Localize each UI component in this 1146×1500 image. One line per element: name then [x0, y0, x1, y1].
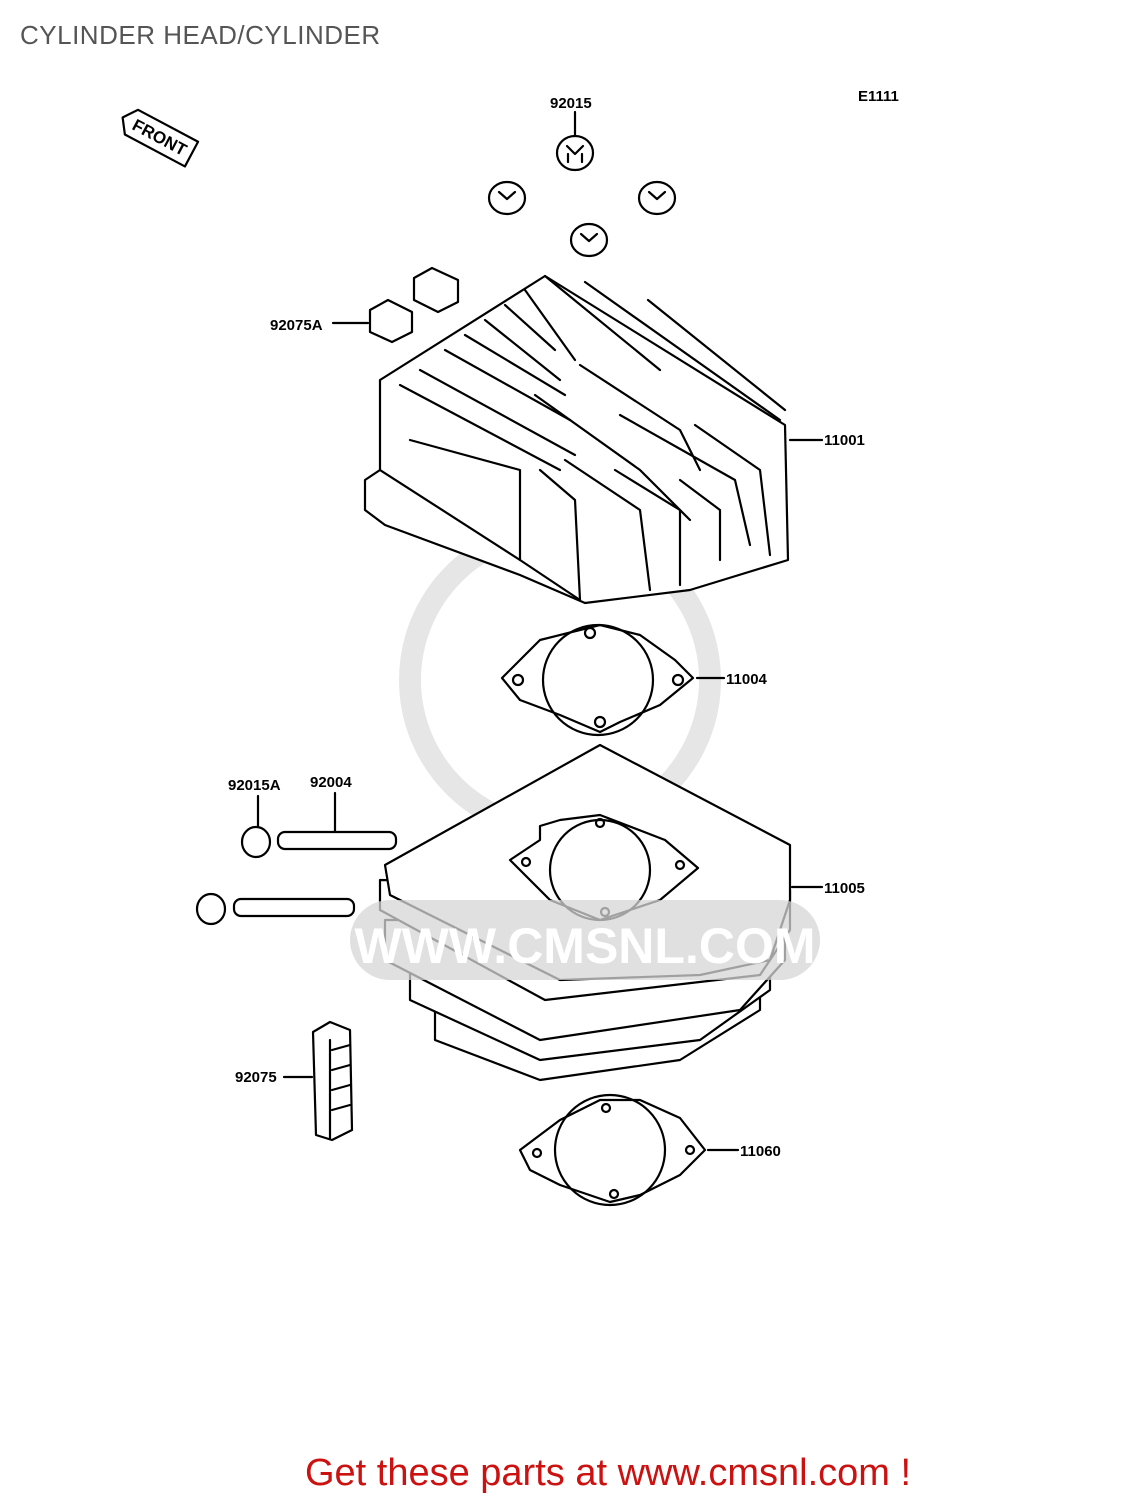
part-label-11060[interactable]: 11060	[740, 1143, 781, 1160]
front-arrow-icon: FRONT	[121, 108, 200, 168]
damper-rubber-icon	[368, 266, 460, 344]
stud-bolt-icon	[195, 825, 398, 926]
part-label-11001[interactable]: 11001	[824, 432, 865, 449]
part-label-92015[interactable]: 92015	[550, 95, 592, 112]
damper-strip-icon	[311, 1020, 354, 1142]
part-label-92075A[interactable]: 92075A	[270, 317, 323, 334]
cms-watermark: WWW.CMSNL.COM	[350, 900, 820, 980]
part-label-11005[interactable]: 11005	[824, 880, 865, 897]
page-title: CYLINDER HEAD/CYLINDER	[20, 20, 381, 50]
base-gasket-drawing	[518, 1093, 707, 1207]
cylinder-head-drawing	[363, 274, 790, 605]
part-label-11004[interactable]: 11004	[726, 671, 768, 688]
cap-nut-icon	[487, 134, 677, 258]
footer-cta[interactable]: Get these parts at www.cmsnl.com !	[0, 1452, 1146, 1495]
part-label-92075[interactable]: 92075	[235, 1069, 277, 1086]
footer-link[interactable]: Get these parts at www.cmsnl.com !	[304, 1452, 912, 1494]
watermark-text: WWW.CMSNL.COM	[354, 918, 815, 974]
diagram-code: E1111	[858, 88, 899, 105]
head-gasket-drawing	[500, 623, 695, 737]
part-label-92004[interactable]: 92004	[310, 774, 352, 791]
part-label-92015A[interactable]: 92015A	[228, 777, 281, 794]
